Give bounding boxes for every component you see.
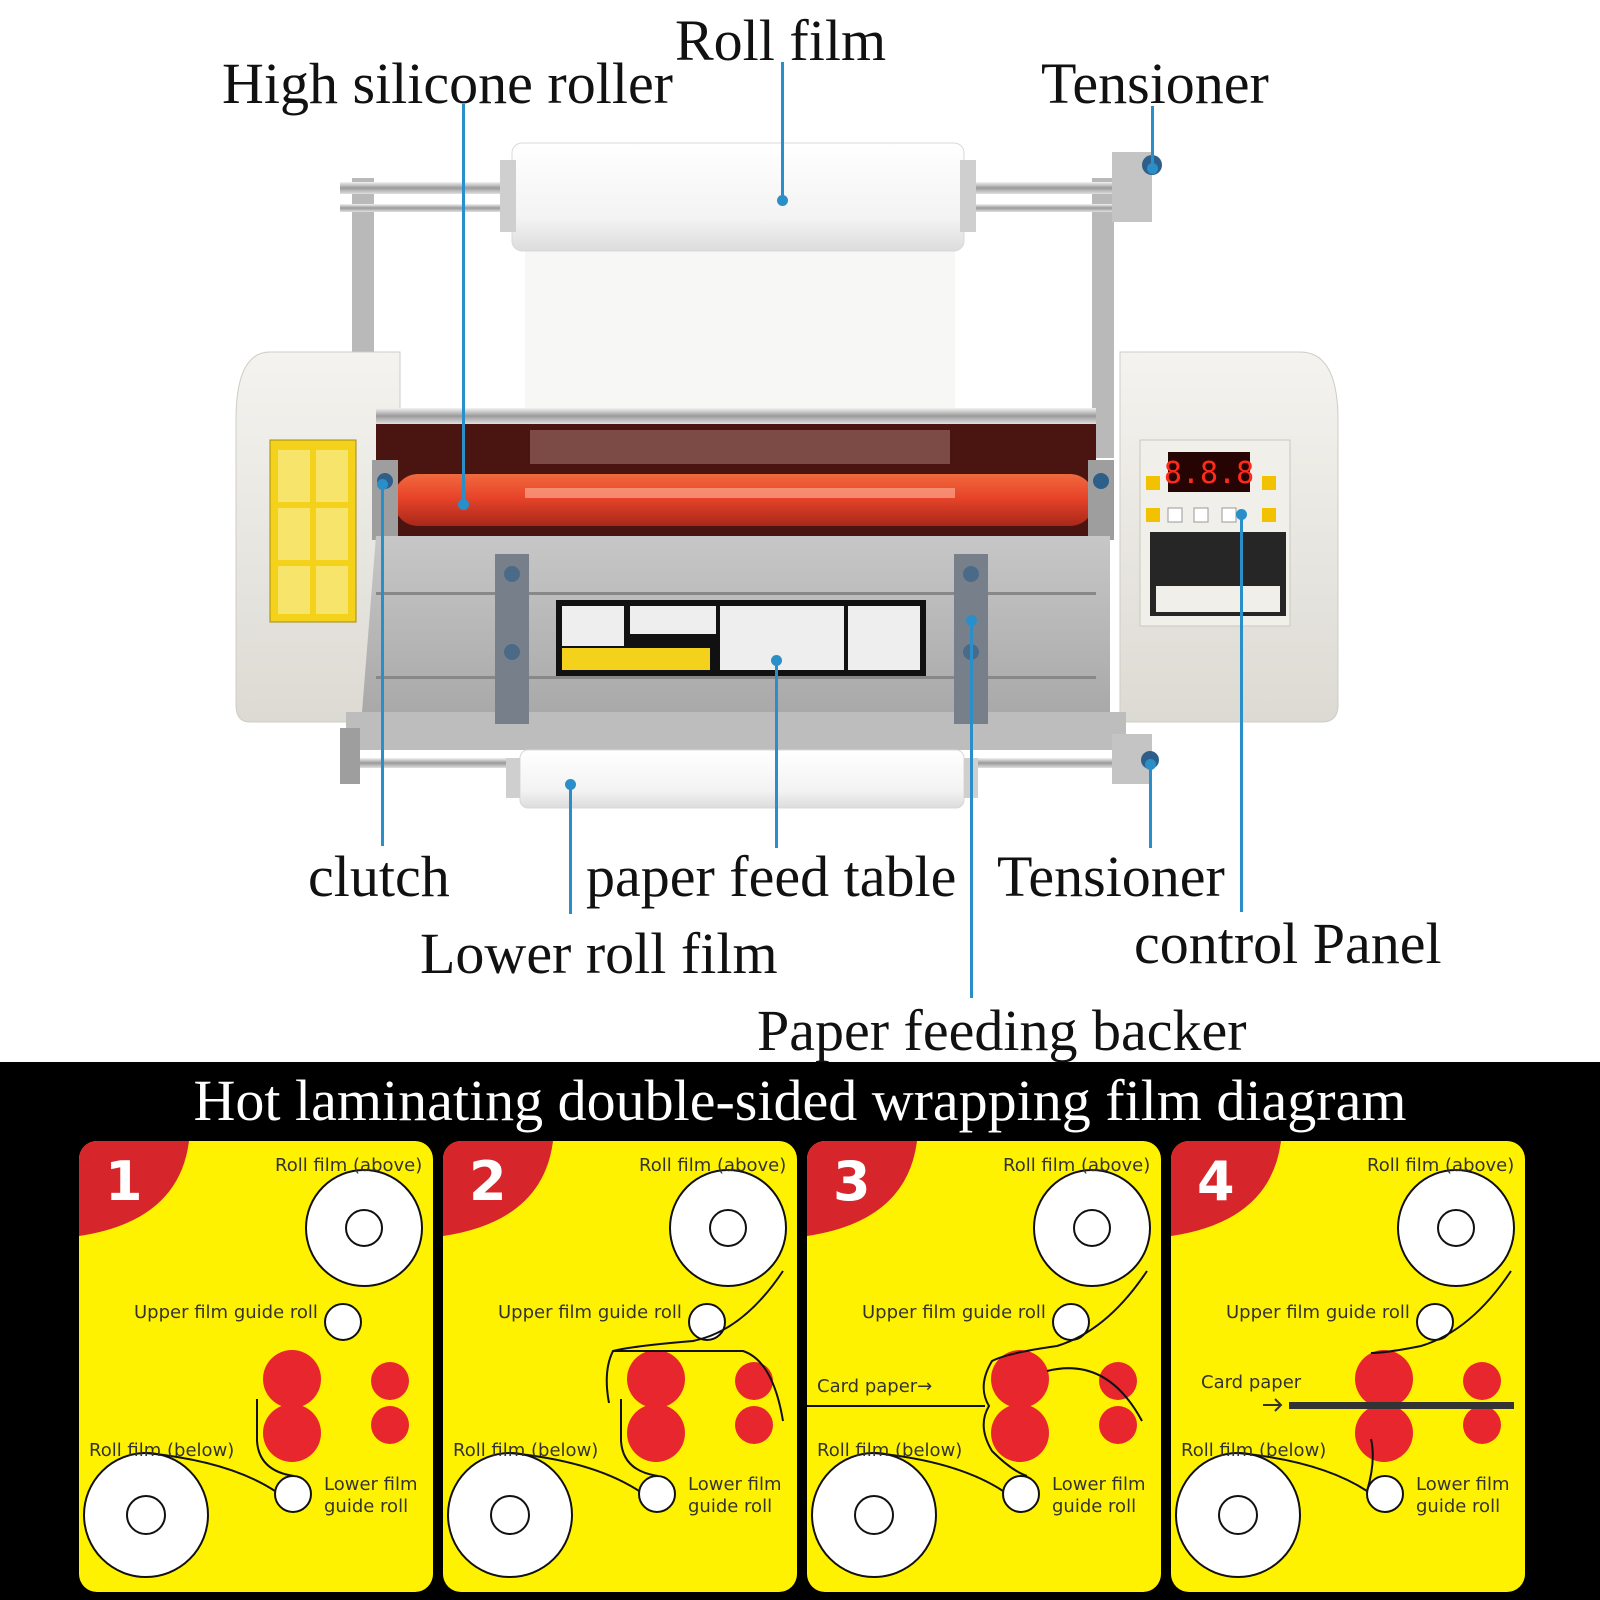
panel-4-badge	[1171, 1141, 1281, 1236]
dot-roll-film	[777, 195, 788, 206]
panel-2-badge	[443, 1141, 553, 1236]
upper-roll-cap-left	[500, 160, 516, 232]
leader-clutch	[381, 484, 384, 846]
label-tensioner-bottom: Tensioner	[997, 844, 1225, 909]
panel-3-top-roller	[991, 1350, 1049, 1408]
panel-1-badge	[79, 1141, 189, 1236]
label-lower-roll-film: Lower roll film	[420, 921, 778, 986]
panel-2-roll-above-label: Roll film (above)	[639, 1155, 787, 1176]
dot-paper-feeding-backer	[966, 615, 977, 626]
diagram-panel-1: 1 Roll film (above) Upper film guide rol…	[79, 1141, 433, 1592]
leader-roll-film	[781, 62, 784, 200]
panel-3-lower-guide-label-2: guide roll	[1052, 1496, 1137, 1517]
dot-paper-feed-table	[771, 655, 782, 666]
panel-4-film-path	[1237, 1270, 1512, 1492]
panel-4-arrow	[1263, 1398, 1283, 1412]
panel-4-lower-guide-roll	[1366, 1475, 1404, 1513]
diagram-panel-3: 3 Roll film (above) Upper film guide rol…	[807, 1141, 1161, 1592]
wrapping-diagram: Hot laminating double-sided wrapping fil…	[0, 1062, 1600, 1600]
dot-control-panel	[1236, 509, 1247, 520]
panel-3-badge	[807, 1141, 917, 1236]
panel-2-film-path	[509, 1270, 784, 1492]
panel-1-upper-guide-roll	[324, 1303, 362, 1341]
panel-3-card-paper-label: Card paper→	[817, 1376, 933, 1397]
dot-silicone-roller	[458, 499, 469, 510]
dot-clutch	[377, 479, 388, 490]
diagram-panel-4: 4 Roll film (above) Upper film guide rol…	[1171, 1141, 1525, 1592]
leader-paper-feeding-backer	[970, 620, 973, 998]
panel-3-bottom-roller	[991, 1404, 1049, 1462]
laminator-figure: 8.8.8	[222, 8, 1442, 1063]
panel-3-film-path	[873, 1270, 1148, 1492]
label-tensioner-top: Tensioner	[1041, 51, 1269, 116]
panel-4-bottom-roller	[1355, 1404, 1413, 1462]
leader-control-panel	[1240, 514, 1243, 912]
panel-2-top-roller	[627, 1350, 685, 1408]
leader-silicone-roller	[462, 104, 465, 504]
panel-1-roll-above-label: Roll film (above)	[275, 1155, 423, 1176]
leader-paper-feed-table	[775, 660, 778, 848]
panel-1-lower-guide-label-1: Lower film	[324, 1474, 418, 1495]
control-display-readout: 8.8.8	[1164, 456, 1254, 491]
label-paper-feeding-backer: Paper feeding backer	[757, 998, 1247, 1063]
dot-tensioner-top	[1147, 163, 1158, 174]
lower-roll-film	[519, 749, 965, 809]
right-bearing-block	[1088, 460, 1114, 540]
rear-rod	[376, 408, 1096, 424]
upper-roll-film	[511, 142, 965, 252]
panel-2-lower-guide-roll	[638, 1475, 676, 1513]
left-paper-guide	[495, 554, 529, 724]
panel-2-lower-guide-label-1: Lower film	[688, 1474, 782, 1495]
panel-1-roll-below-label: Roll film (below)	[89, 1440, 235, 1461]
label-paper-feed-table: paper feed table	[586, 844, 957, 909]
diagram-panel-2: 2 Roll film (above) Upper film guide rol…	[443, 1141, 797, 1592]
panel-4-lower-guide-label-1: Lower film	[1416, 1474, 1510, 1495]
panel-4-upper-guide-label: Upper film guide roll	[1226, 1302, 1410, 1323]
panel-1-bottom-roller	[263, 1404, 321, 1462]
panel-3-number: 3	[833, 1150, 871, 1213]
panel-1-number: 1	[105, 1150, 143, 1213]
label-clutch: clutch	[308, 844, 450, 909]
label-control-panel: control Panel	[1134, 911, 1442, 976]
silicone-roller	[394, 474, 1094, 526]
dot-tensioner-bottom	[1145, 759, 1156, 770]
leader-tensioner-top	[1151, 106, 1154, 168]
panel-2-number: 2	[469, 1150, 507, 1213]
panel-3-upper-guide-label: Upper film guide roll	[862, 1302, 1046, 1323]
panel-4-roll-above-label: Roll film (above)	[1367, 1155, 1515, 1176]
clutch-block	[372, 460, 398, 540]
right-frame-arm	[1092, 178, 1114, 458]
panel-1-upper-guide-label: Upper film guide roll	[134, 1302, 318, 1323]
film-web	[525, 240, 955, 430]
panel-4-lower-guide-label-2: guide roll	[1416, 1496, 1501, 1517]
panel-4-card-paper-label: Card paper	[1201, 1372, 1302, 1393]
dot-lower-roll-film	[565, 779, 576, 790]
diagram-title: Hot laminating double-sided wrapping fil…	[193, 1068, 1407, 1133]
leader-tensioner-bottom	[1149, 764, 1152, 848]
panel-2-roll-below-label: Roll film (below)	[453, 1440, 599, 1461]
panel-2-upper-guide-roll	[688, 1303, 726, 1341]
panel-3-lower-guide-roll	[1002, 1475, 1040, 1513]
leader-lower-roll-film	[569, 784, 572, 914]
panel-3-lower-guide-label-1: Lower film	[1052, 1474, 1146, 1495]
panel-4-laminated-card	[1289, 1402, 1514, 1409]
panel-3-roll-above-label: Roll film (above)	[1003, 1155, 1151, 1176]
panel-4-number: 4	[1197, 1150, 1235, 1213]
panel-4-roll-below-label: Roll film (below)	[1181, 1440, 1327, 1461]
panel-4-top-roller	[1355, 1350, 1413, 1408]
panel-1-lower-guide-label-2: guide roll	[324, 1496, 409, 1517]
panel-2-bottom-roller	[627, 1404, 685, 1462]
panel-1-top-roller	[263, 1350, 321, 1408]
panel-3-roll-below-label: Roll film (below)	[817, 1440, 963, 1461]
label-roll-film: Roll film	[675, 8, 887, 73]
panel-2-lower-guide-label-2: guide roll	[688, 1496, 773, 1517]
panel-2-upper-guide-label: Upper film guide roll	[498, 1302, 682, 1323]
label-high-silicone-roller: High silicone roller	[222, 51, 674, 116]
panel-1-lower-guide-roll	[274, 1475, 312, 1513]
panel-1-film-path	[145, 1399, 295, 1492]
control-display	[1168, 452, 1250, 492]
upper-roll-cap-right	[960, 160, 976, 232]
